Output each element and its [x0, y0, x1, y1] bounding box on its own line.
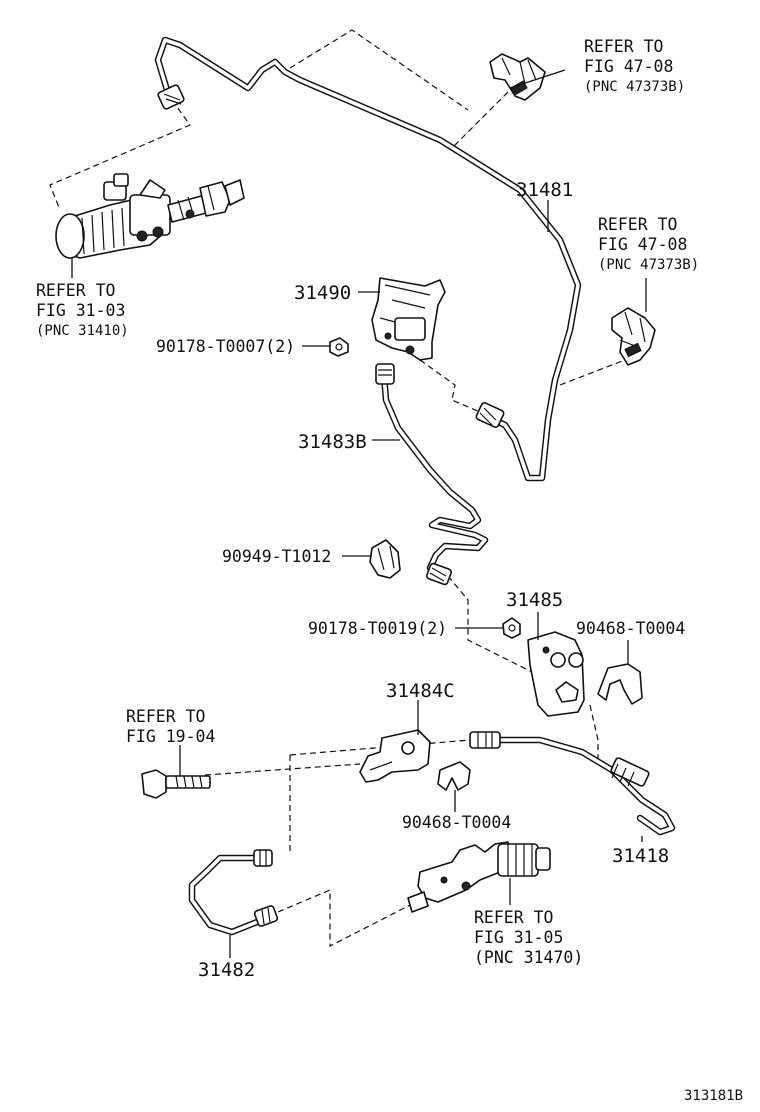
nut-90178-T0019[interactable]	[502, 617, 521, 639]
nut-90178-T0007[interactable]	[329, 337, 349, 357]
pipe-31482[interactable]	[188, 849, 279, 936]
label-31483b[interactable]: 31483B	[298, 431, 367, 453]
ref-left-line3: (PNC 31410)	[36, 323, 129, 339]
hose-31418-fitting-right	[610, 757, 650, 787]
hose-31418-fitting-left	[469, 731, 501, 749]
ref-bolt-line1: REFER TO	[126, 707, 205, 726]
ref-left-line2: FIG 31-03	[36, 301, 125, 320]
pipe-31482-fitting-top	[253, 849, 273, 867]
ref-top-1-line2: FIG 47-08	[584, 57, 673, 76]
clip-90468-T0004-upper[interactable]	[597, 663, 643, 705]
clip-90949-T1012[interactable]	[369, 539, 401, 579]
ref-left-line1: REFER TO	[36, 281, 115, 300]
label-31490[interactable]: 31490	[294, 282, 351, 304]
bracket-31485[interactable]	[527, 631, 585, 717]
clip-top-1[interactable]	[489, 53, 546, 101]
bolt[interactable]	[141, 769, 211, 799]
bracket-31490[interactable]	[371, 277, 446, 361]
hose-31418[interactable]	[469, 731, 676, 836]
bracket-31484c[interactable]	[359, 729, 431, 783]
ref-top-1-line3: (PNC 47373B)	[584, 79, 685, 95]
labels: REFER TO FIG 47-08 (PNC 47373B) 31481 RE…	[36, 37, 743, 1104]
label-90178-T0019[interactable]: 90178-T0019(2)	[308, 619, 447, 638]
ref-top-2-line1: REFER TO	[598, 215, 677, 234]
ref-bolt-line2: FIG 19-04	[126, 727, 215, 746]
pipe-31483b-fitting-top	[375, 363, 395, 385]
pipe-31483b[interactable]	[375, 363, 489, 586]
figure-id: 313181B	[684, 1088, 743, 1104]
label-90468-T0004-lower[interactable]: 90468-T0004	[402, 813, 511, 832]
clip-top-2[interactable]	[611, 307, 656, 366]
release-cylinder-assembly[interactable]	[407, 841, 551, 913]
label-90468-T0004-upper[interactable]: 90468-T0004	[576, 619, 685, 638]
pipe-31481[interactable]	[154, 36, 582, 482]
label-31481[interactable]: 31481	[516, 179, 573, 201]
ref-top-1-line1: REFER TO	[584, 37, 663, 56]
ref-top-2-line3: (PNC 47373B)	[598, 257, 699, 273]
leader-lines	[71, 69, 647, 958]
label-31484c[interactable]: 31484C	[386, 680, 455, 702]
label-90949-T1012[interactable]: 90949-T1012	[222, 547, 331, 566]
clip-90468-T0004-lower[interactable]	[437, 761, 471, 791]
label-90178-T0007[interactable]: 90178-T0007(2)	[156, 337, 295, 356]
pipe-31481-fitting-right	[475, 401, 505, 429]
ref-top-2-line2: FIG 47-08	[598, 235, 687, 254]
master-cylinder-assembly[interactable]	[55, 173, 245, 259]
pipe-31482-fitting-bottom	[253, 905, 279, 927]
pipe-31483b-fitting-bottom	[425, 562, 453, 586]
ref-cyl-line3: (PNC 31470)	[474, 948, 583, 967]
ref-cyl-line2: FIG 31-05	[474, 928, 563, 947]
dashed-leaders	[49, 29, 631, 947]
label-31418[interactable]: 31418	[612, 845, 669, 867]
ref-cyl-line1: REFER TO	[474, 908, 553, 927]
pipe-31481-fitting-left	[157, 84, 185, 110]
label-31485[interactable]: 31485	[506, 589, 563, 611]
label-31482[interactable]: 31482	[198, 959, 255, 981]
